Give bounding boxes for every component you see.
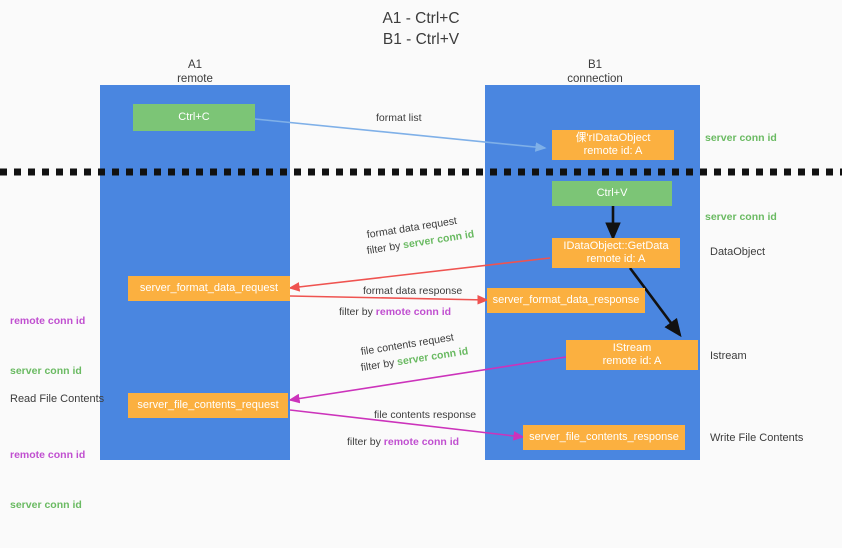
label-format-list: format list [376, 112, 422, 124]
box-istream[interactable]: IStream remote id: A [566, 340, 698, 370]
column-b1-subtitle: connection [567, 73, 623, 85]
label-server-conn-id-mid: server conn id [705, 211, 777, 223]
box-server-format-data-response[interactable]: server_format_data_response [487, 288, 645, 313]
label-remote-conn-id-upper: remote conn id [10, 315, 86, 327]
column-b1-name: B1 [587, 59, 603, 71]
column-a1-name: A1 [187, 59, 203, 71]
label-write-file-contents: Write File Contents [710, 432, 804, 444]
label-format-data-response: format data response [363, 285, 463, 297]
box-server-file-contents-request[interactable]: server_file_contents_request [128, 393, 288, 418]
filter-value-remote-conn-id: remote conn id [383, 436, 460, 448]
label-read-file-contents: Read File Contents [10, 393, 105, 405]
filter-prefix: filter by [339, 306, 376, 318]
label-server-conn-id-top: server conn id [705, 132, 777, 144]
filter-prefix: filter by [347, 436, 384, 448]
left-conn-id-stack-lower: remote conn id server conn id [10, 412, 85, 548]
box-idataobject[interactable]: 倮'rIDataObject remote id: A [552, 130, 674, 160]
box-ctrl-v[interactable]: Ctrl+V [552, 181, 672, 206]
column-a1-subtitle: remote [177, 73, 213, 85]
filter-prefix: filter by [359, 356, 399, 375]
label-istream: Istream [710, 350, 747, 362]
label-server-conn-id-upper: server conn id [10, 365, 82, 377]
label-file-contents-response-filter: filter by remote conn id [347, 435, 459, 449]
filter-value-remote-conn-id: remote conn id [375, 306, 452, 318]
label-file-contents-response: file contents response [374, 409, 477, 421]
column-header-b1: B1 connection [530, 58, 660, 86]
box-server-format-data-request[interactable]: server_format_data_request [128, 276, 290, 301]
box-idataobject-getdata[interactable]: IDataObject::GetData remote id: A [552, 238, 680, 268]
left-conn-id-stack-upper: remote conn id server conn id [10, 278, 85, 414]
label-data-object: DataObject [710, 246, 766, 258]
filter-prefix: filter by [365, 239, 405, 258]
label-format-data-response-filter: filter by remote conn id [339, 305, 451, 319]
page-title: A1 - Ctrl+C B1 - Ctrl+V [382, 10, 460, 48]
box-server-file-contents-response[interactable]: server_file_contents_response [523, 425, 685, 450]
label-server-conn-id-lower: server conn id [10, 499, 82, 511]
box-ctrl-c[interactable]: Ctrl+C [133, 104, 255, 131]
column-header-a1: A1 remote [130, 58, 260, 86]
label-remote-conn-id-lower: remote conn id [10, 449, 86, 461]
diagram-canvas: A1 - Ctrl+C B1 - Ctrl+V A1 remote B1 conne… [0, 10, 842, 511]
